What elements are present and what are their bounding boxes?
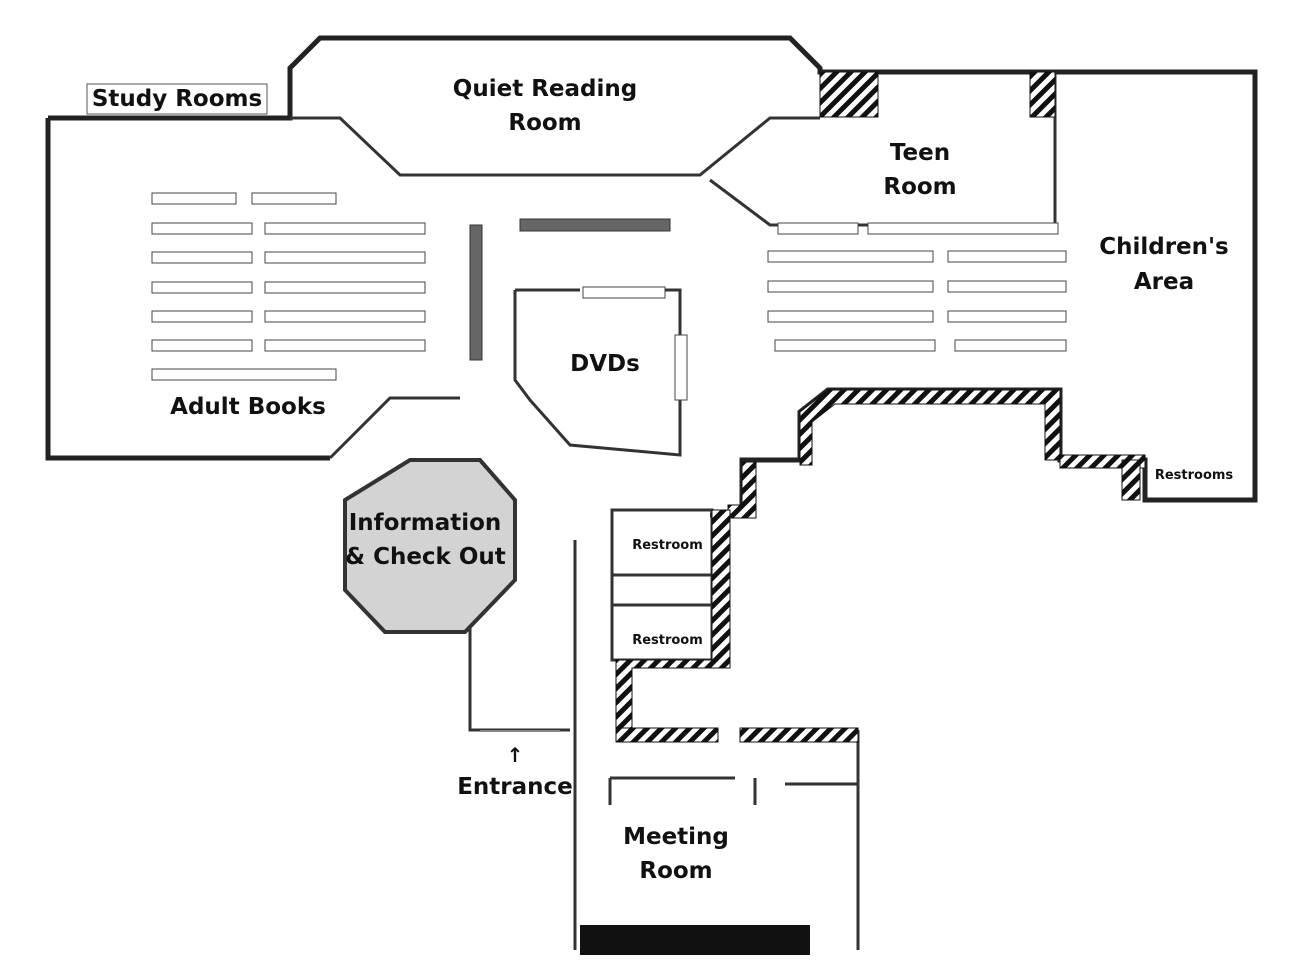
label-quiet-reading-room-line2: Room [508,110,582,136]
label-meeting-room-line2: Room [639,858,713,884]
label-entrance: Entrance [457,774,573,800]
label-dvds: DVDs [570,351,640,377]
label-teen-room-line2: Room [883,174,957,200]
label-information-line2: & Check Out [345,544,506,570]
label-meeting-room-line1: Meeting [623,824,729,850]
label-adult-books: Adult Books [170,394,326,420]
label-restroom-upper: Restroom [632,538,703,553]
hatched-walls [615,71,1146,743]
meeting-room-stage [580,925,810,955]
dark-shelves [469,218,671,361]
label-restrooms-childrens: Restrooms [1154,468,1234,483]
entrance-arrow-icon: ↑ [506,743,524,767]
label-study-rooms: Study Rooms [91,86,263,112]
adult-shelves [151,192,426,381]
label-quiet-reading-room-line1: Quiet Reading [452,76,638,102]
dvd-shelves [582,286,688,401]
label-childrens-area-line1: Children's [1099,234,1229,260]
label-information-line1: Information [348,510,502,536]
label-teen-room-line1: Teen [889,140,951,166]
label-childrens-area-line2: Area [1133,269,1195,295]
study-rooms-box [86,83,268,115]
teen-children-shelves [767,222,1067,352]
info-desk-area [343,458,517,634]
label-restroom-lower: Restroom [632,633,703,648]
